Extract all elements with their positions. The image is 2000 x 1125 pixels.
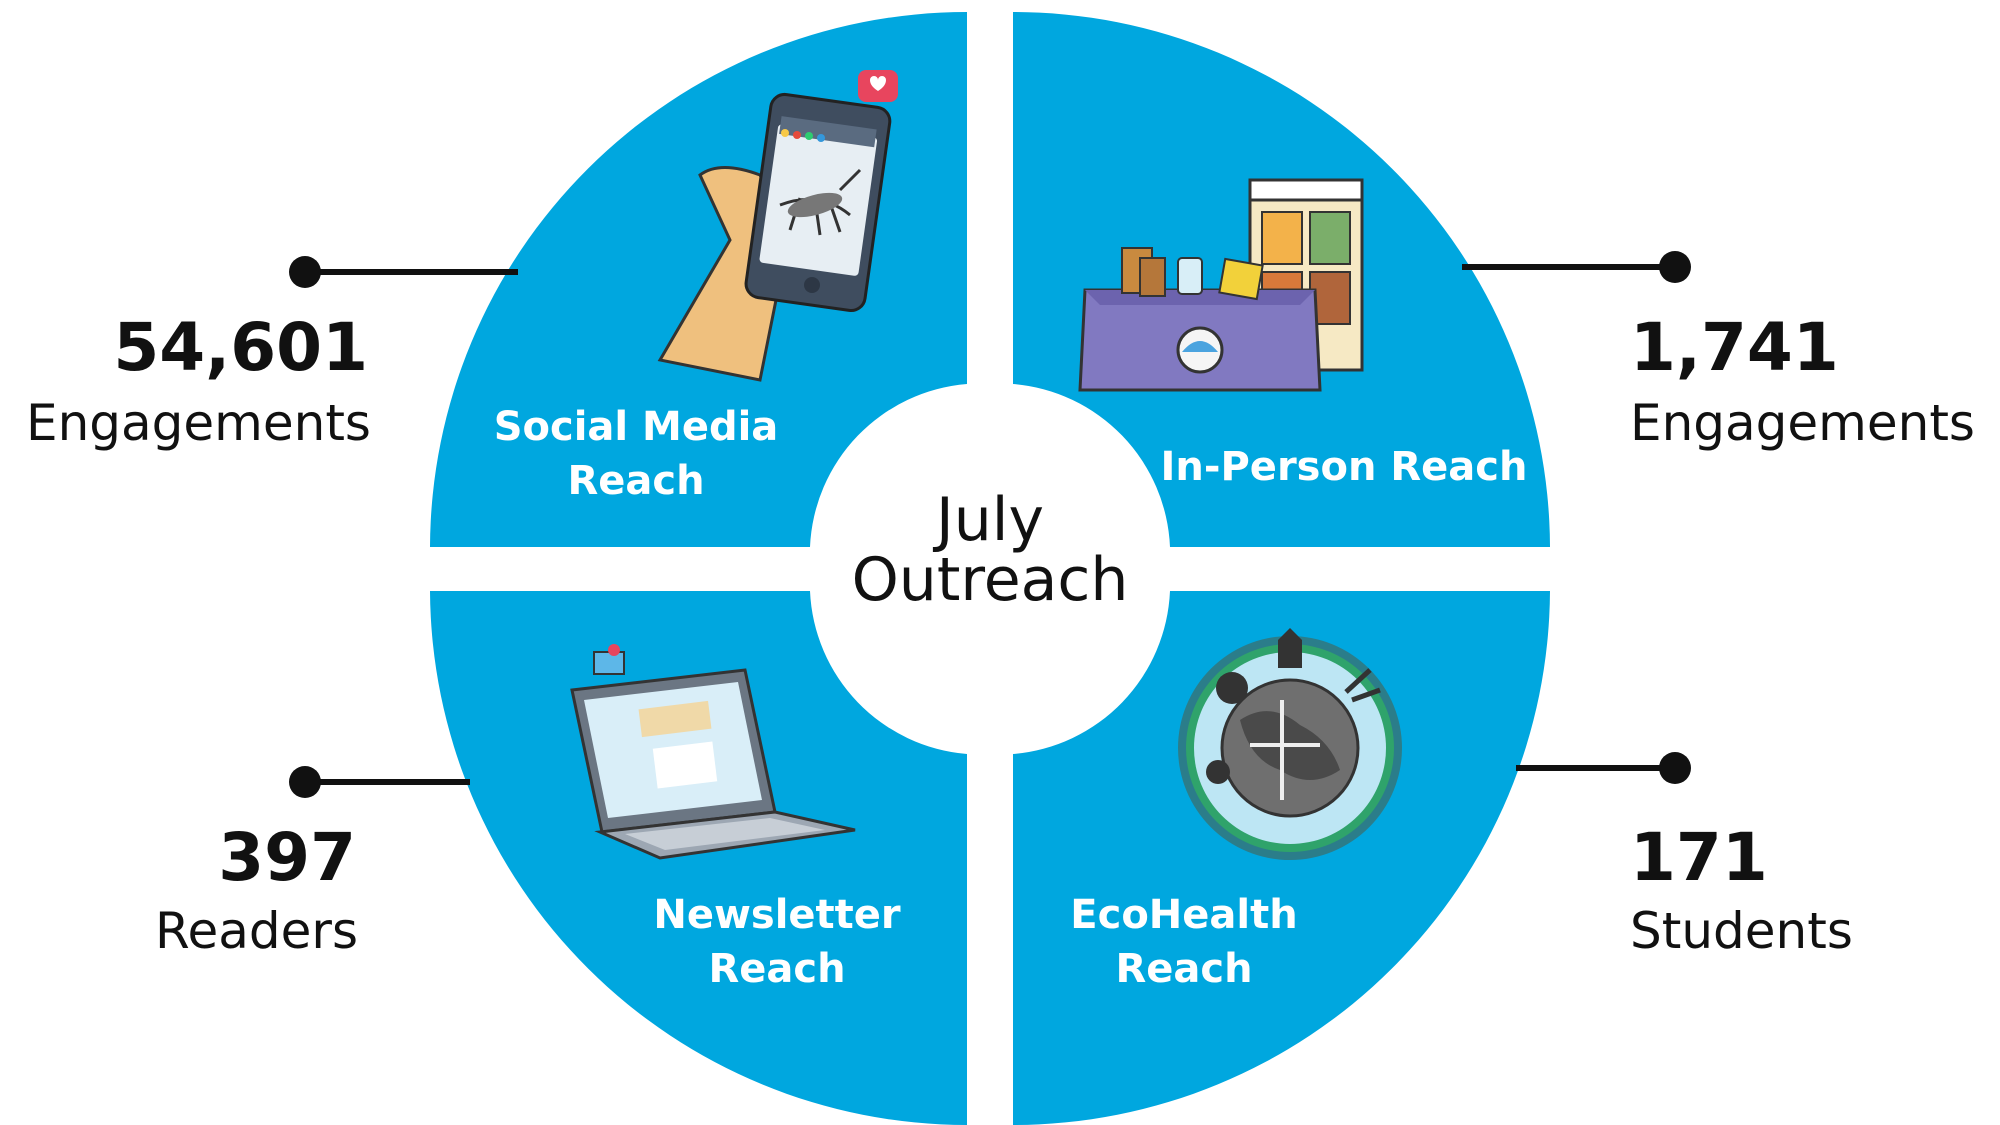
- booth-icon: [1078, 178, 1364, 392]
- stat-newsletter-value: 397: [218, 819, 356, 896]
- phone-hand-icon: [657, 70, 898, 382]
- stat-newsletter-unit: Readers: [155, 902, 358, 960]
- laptop-icon: [570, 644, 856, 860]
- connector-newsletter: [289, 766, 470, 798]
- connector-social: [289, 256, 518, 288]
- center-title: July Outreach: [852, 485, 1129, 615]
- quadrant-label-in-person-line1: In-Person Reach: [1161, 444, 1528, 490]
- quadrant-label-newsletter-line2: Reach: [708, 946, 845, 992]
- stat-social-unit: Engagements: [26, 394, 371, 452]
- stat-social-value: 54,601: [113, 309, 368, 386]
- connectors: [289, 251, 1691, 798]
- quadrant-label-newsletter-line1: Newsletter: [653, 892, 901, 938]
- center-title-line2: Outreach: [852, 545, 1129, 615]
- quadrant-label-ecohealth-line1: EcoHealth: [1070, 892, 1297, 938]
- connector-ecohealth: [1516, 752, 1691, 784]
- quadrant-label-ecohealth-line2: Reach: [1115, 946, 1252, 992]
- connector-in-person: [1462, 251, 1691, 283]
- stat-in-person-unit: Engagements: [1630, 394, 1975, 452]
- quadrant-labels: Social Media Reach In-Person Reach Newsl…: [494, 404, 1528, 992]
- quadrant-label-social-line1: Social Media: [494, 404, 779, 450]
- ecohealth-globe-icon: [1178, 628, 1402, 860]
- stat-in-person-value: 1,741: [1630, 309, 1839, 386]
- center-title-line1: July: [932, 485, 1044, 555]
- quadrant-label-social-line2: Reach: [567, 458, 704, 504]
- stat-ecohealth-unit: Students: [1630, 902, 1853, 960]
- stat-ecohealth-value: 171: [1630, 819, 1768, 896]
- stats: 54,601 Engagements 1,741 Engagements 397…: [26, 309, 1975, 960]
- quadrant-newsletter-wedge: [430, 591, 967, 1125]
